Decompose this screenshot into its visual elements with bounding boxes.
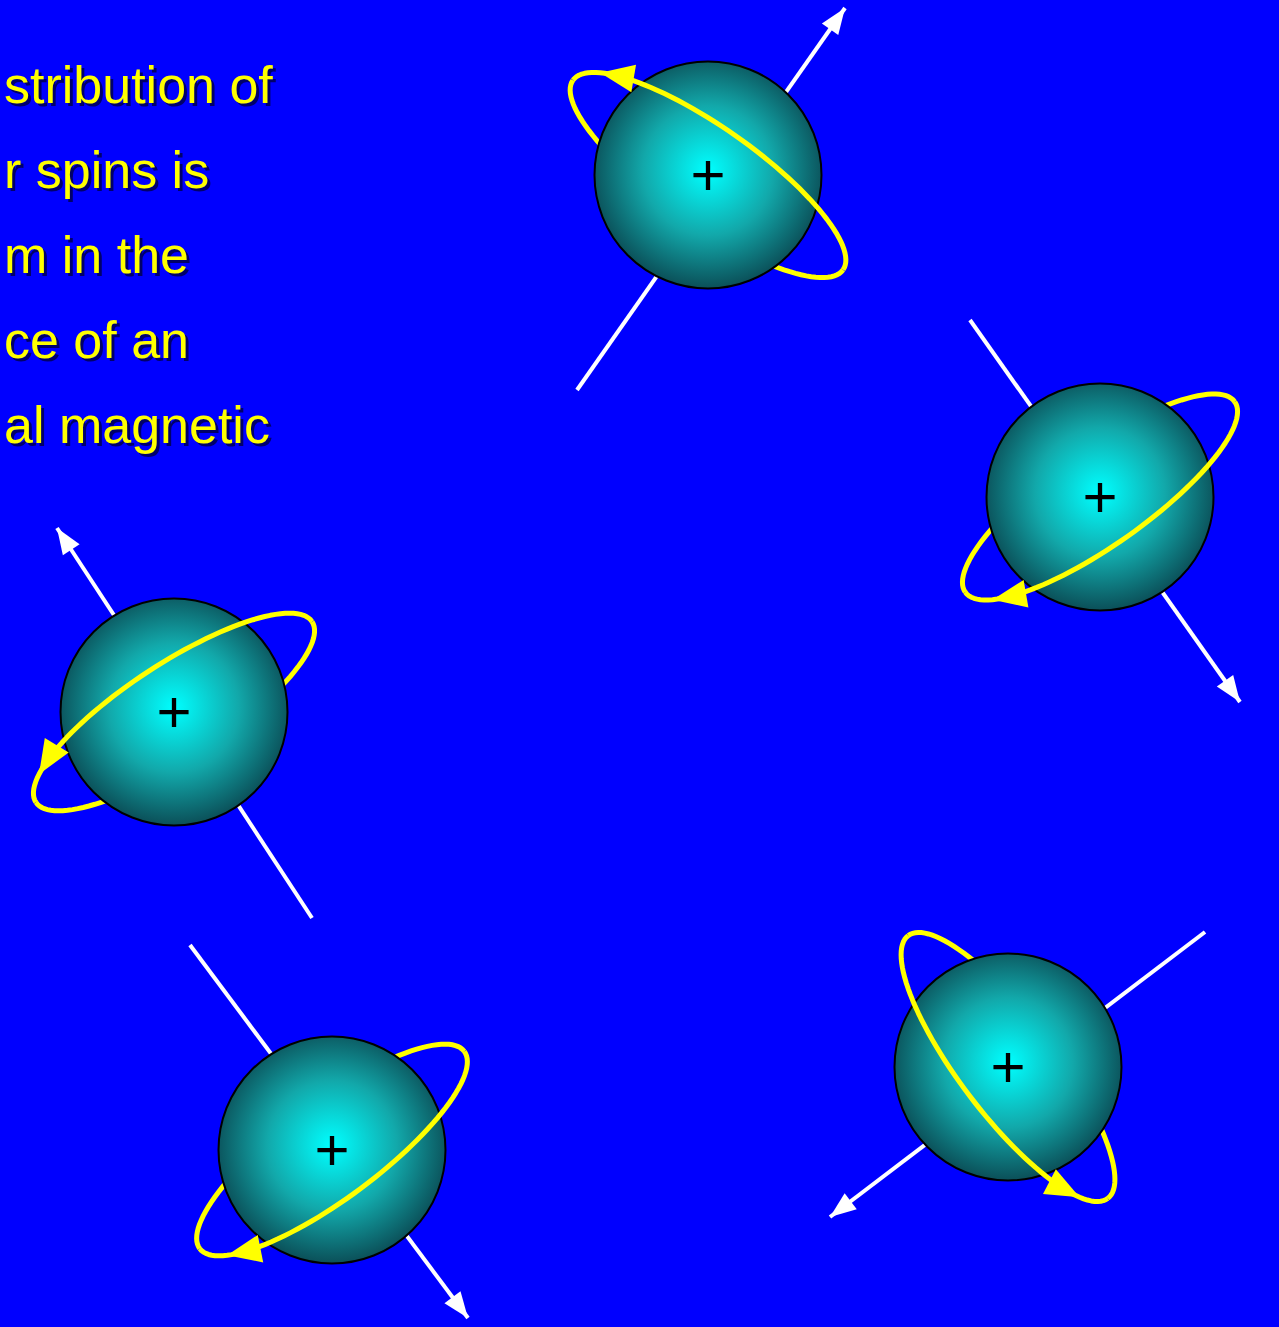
caption-line: stribution of — [4, 55, 273, 115]
orbit-front — [901, 936, 1108, 1202]
charge-sign: + — [217, 1120, 447, 1180]
caption-line: ce of an — [4, 310, 189, 370]
spin-axis — [970, 320, 1240, 702]
spin-axis — [190, 945, 468, 1318]
nucleus-sphere: + — [985, 382, 1215, 612]
orbit-arrowhead — [1043, 1169, 1080, 1197]
charge-sign: + — [985, 467, 1215, 527]
caption-line: m in the — [4, 225, 189, 285]
orbit-arrowhead — [600, 65, 636, 93]
charge-sign: + — [59, 682, 289, 742]
axis-arrowhead — [1217, 675, 1240, 702]
axis-arrowhead — [57, 528, 80, 555]
nucleus-sphere: + — [593, 60, 823, 290]
orbit-front — [33, 613, 312, 802]
orbit-front — [573, 72, 846, 269]
charge-sign: + — [893, 1037, 1123, 1097]
orbit-arrowhead — [993, 580, 1029, 608]
spin-axis — [57, 528, 312, 918]
nucleus-sphere: + — [59, 597, 289, 827]
orbit-arrowhead — [227, 1235, 263, 1262]
axis-arrowhead — [822, 8, 845, 35]
spin-axis — [830, 932, 1205, 1217]
caption-line: al magnetic — [4, 395, 270, 455]
orbit-front — [200, 1051, 468, 1255]
orbit-arrowhead — [39, 738, 69, 774]
nucleus-sphere: + — [893, 952, 1123, 1182]
nucleus-sphere: + — [217, 1035, 447, 1265]
axis-arrowhead — [830, 1193, 857, 1217]
orbit-front — [965, 402, 1237, 600]
charge-sign: + — [593, 145, 823, 205]
spin-axis — [577, 8, 845, 390]
caption-line: r spins is — [4, 140, 209, 200]
axis-arrowhead — [444, 1291, 468, 1318]
